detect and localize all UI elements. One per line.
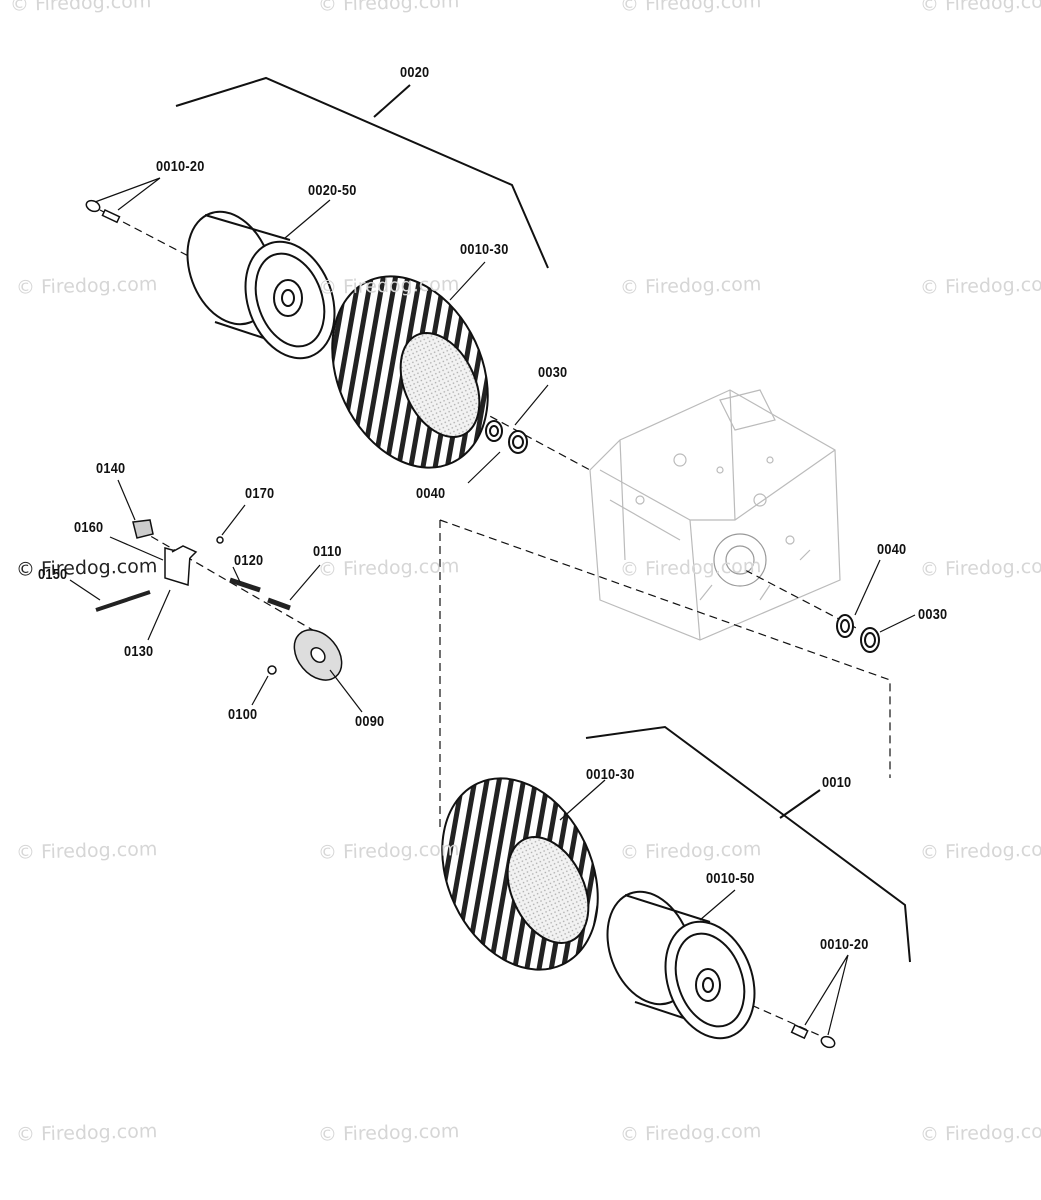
- left-hardware: [95, 519, 343, 681]
- watermark: © Firedog.com: [919, 1120, 1041, 1146]
- part-label-0120: 0120: [234, 552, 264, 569]
- lower-wheel-rim: [606, 890, 756, 1040]
- upper-washers: [485, 420, 528, 454]
- watermark: © Firedog.com: [15, 1120, 158, 1146]
- part-label-0040-right: 0040: [877, 541, 907, 558]
- part-label-0130: 0130: [124, 643, 154, 660]
- part-label-0010-20-top: 0010-20: [156, 158, 205, 175]
- part-label-0020-50: 0020-50: [308, 182, 357, 199]
- watermark: © Firedog.com: [919, 838, 1041, 864]
- lower-tire: [441, 777, 599, 971]
- part-label-0090: 0090: [355, 713, 385, 730]
- part-label-0170: 0170: [245, 485, 275, 502]
- part-label-0030-right: 0030: [918, 606, 948, 623]
- upper-wheel-rim: [186, 210, 336, 360]
- part-label-0010-20-bottom: 0010-20: [820, 936, 869, 953]
- watermark: © Firedog.com: [317, 838, 460, 864]
- watermark: © Firedog.com: [619, 1120, 762, 1146]
- watermark: © Firedog.com: [15, 555, 158, 581]
- upper-pins: [85, 199, 121, 224]
- watermark: © Firedog.com: [619, 838, 762, 864]
- part-label-0010-30-top: 0010-30: [460, 241, 509, 258]
- right-washers: [836, 614, 880, 653]
- watermark: © Firedog.com: [15, 838, 158, 864]
- watermark: © Firedog.com: [15, 273, 158, 299]
- lower-pins: [790, 1024, 836, 1049]
- part-label-0010-50: 0010-50: [706, 870, 755, 887]
- part-label-0010-30-bottom: 0010-30: [586, 766, 635, 783]
- watermark: © Firedog.com: [317, 273, 460, 299]
- part-label-0160: 0160: [74, 519, 104, 536]
- part-label-0040-left: 0040: [416, 485, 446, 502]
- watermark: © Firedog.com: [317, 1120, 460, 1146]
- part-label-0020: 0020: [400, 64, 430, 81]
- upper-tire: [331, 275, 489, 469]
- part-label-0010: 0010: [822, 774, 852, 791]
- part-label-0110: 0110: [313, 543, 342, 560]
- watermark: © Firedog.com: [619, 273, 762, 299]
- watermark: © Firedog.com: [619, 555, 762, 581]
- part-label-0100: 0100: [228, 706, 258, 723]
- assembly-brackets: [175, 76, 911, 963]
- watermark: © Firedog.com: [919, 273, 1041, 299]
- part-label-0140: 0140: [96, 460, 126, 477]
- watermark: © Firedog.com: [919, 555, 1041, 581]
- leader-lines: [69, 177, 916, 1036]
- frame-housing: [589, 389, 841, 641]
- part-label-0030-top: 0030: [538, 364, 568, 381]
- part-label-0150: 0150: [38, 566, 68, 583]
